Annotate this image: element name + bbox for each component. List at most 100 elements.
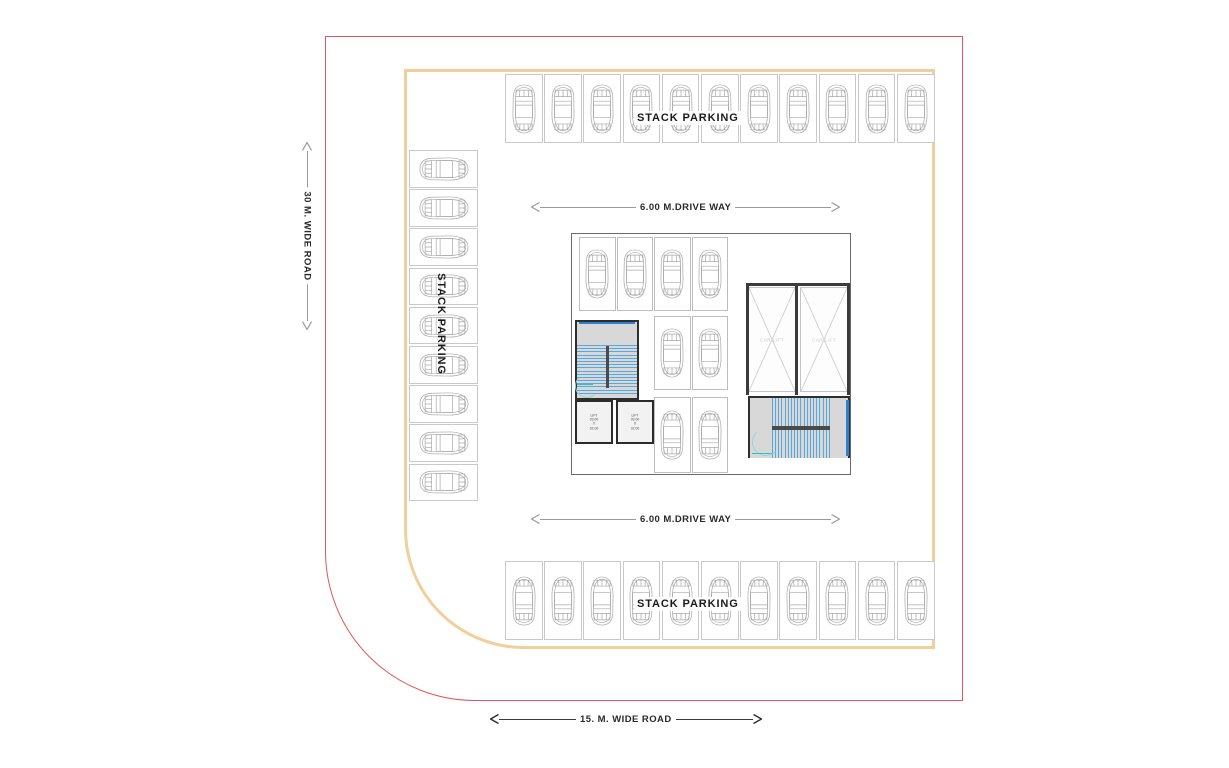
- staircase-1-stringer: [606, 346, 609, 388]
- parking-bay: [409, 346, 478, 384]
- car-icon: [697, 246, 723, 302]
- dimension-drive-way-top: 6.00 M.DRIVE WAY: [531, 200, 853, 214]
- parking-bay: [661, 74, 700, 143]
- car-lift-wall-left: [746, 283, 749, 395]
- parking-bay: [857, 74, 896, 143]
- car-icon: [418, 469, 470, 495]
- parking-bay: [654, 237, 691, 311]
- car-icon: [584, 246, 610, 302]
- car-icon: [659, 407, 685, 463]
- lift-room-2-label: LIFT 03.00 X 02.00: [630, 413, 640, 431]
- arrow-left-icon: [531, 202, 540, 212]
- parking-bay: [409, 150, 478, 188]
- staircase-2-stringer: [772, 426, 830, 430]
- car-icon: [659, 246, 685, 302]
- car-icon: [746, 573, 772, 629]
- dimension-road-left-label: 30 M. WIDE ROAD: [301, 187, 313, 285]
- parking-bay: [622, 74, 661, 143]
- arrow-right-icon: [831, 202, 841, 212]
- parking-bay: [505, 561, 543, 640]
- arrow-left-icon: [490, 714, 499, 724]
- car-lift-2-label: CAR LIFT: [811, 337, 837, 342]
- parking-bay: [818, 74, 857, 143]
- car-icon: [668, 573, 694, 629]
- parking-bay: [779, 74, 818, 143]
- lift-room-1-label: LIFT 03.00 X 02.00: [589, 413, 599, 431]
- car-icon: [589, 573, 615, 629]
- car-icon: [628, 83, 654, 135]
- dimension-drive-way-top-label: 6.00 M.DRIVE WAY: [640, 201, 732, 213]
- car-icon: [746, 83, 772, 135]
- car-icon: [903, 573, 929, 629]
- dimension-line-left: [540, 206, 636, 208]
- car-icon: [418, 391, 470, 417]
- car-icon: [418, 313, 470, 339]
- staircase-1-door-leaf: [577, 384, 593, 385]
- car-icon: [668, 83, 694, 135]
- parking-bay: [740, 74, 778, 143]
- parking-bay: [409, 267, 478, 306]
- car-icon: [697, 325, 723, 381]
- dimension-line-left: [540, 518, 636, 520]
- car-icon: [418, 273, 470, 299]
- arrow-down-icon: [302, 321, 312, 330]
- central-core-block: CAR LIFT CAR LIFT LIFT 03.00 X 02.00: [571, 233, 851, 475]
- lift-room-1: LIFT 03.00 X 02.00: [575, 400, 613, 444]
- parking-bay: [740, 561, 778, 640]
- car-lift-1-label: CAR LIFT: [759, 337, 785, 342]
- stack-parking-label-left: STACK PARKING: [435, 273, 447, 375]
- car-icon: [707, 83, 733, 135]
- staircase-2: [748, 396, 850, 458]
- staircase-2-door-swing: [752, 428, 780, 456]
- parking-bay: [409, 189, 478, 227]
- arrow-right-icon: [831, 514, 841, 524]
- car-lift-wall-right: [847, 283, 850, 395]
- parking-bay: [897, 561, 935, 640]
- parking-bay: [691, 237, 728, 311]
- car-icon: [550, 83, 576, 135]
- setback-boundary-line: [404, 69, 935, 649]
- parking-bay: [544, 561, 582, 640]
- car-lift-wall-middle: [795, 283, 798, 395]
- car-icon: [659, 325, 685, 381]
- parking-bay: [409, 306, 478, 345]
- car-icon: [418, 234, 470, 260]
- car-icon: [622, 246, 648, 302]
- parking-bay: [897, 74, 935, 143]
- car-icon: [697, 407, 723, 463]
- dimension-line-right: [735, 206, 832, 208]
- dimension-drive-way-bottom-label: 6.00 M.DRIVE WAY: [640, 513, 732, 525]
- car-lift-wall-top: [746, 283, 850, 286]
- parking-bay: [857, 561, 896, 640]
- car-icon: [418, 195, 470, 221]
- dimension-line-right: [675, 718, 753, 720]
- parking-bay: [691, 397, 728, 473]
- car-icon: [511, 573, 537, 629]
- parking-bay: [583, 74, 622, 143]
- parking-bay: [579, 237, 616, 311]
- dimension-drive-way-bottom: 6.00 M.DRIVE WAY: [531, 512, 853, 526]
- plot-boundary-line: [325, 36, 963, 701]
- car-lift-1: CAR LIFT: [748, 287, 796, 392]
- car-icon: [418, 352, 470, 378]
- staircase-2-right-accent: [846, 400, 849, 456]
- car-icon: [589, 83, 615, 135]
- dimension-road-left: 30 M. WIDE ROAD: [300, 142, 314, 454]
- parking-bay: [409, 228, 478, 267]
- parking-bay: [654, 316, 691, 390]
- lift-room-2: LIFT 03.00 X 02.00: [616, 400, 654, 444]
- dimension-road-bottom-label: 15. M. WIDE ROAD: [580, 713, 672, 725]
- car-lift-2: CAR LIFT: [800, 287, 848, 392]
- stack-parking-label-bottom: STACK PARKING: [634, 597, 742, 611]
- dimension-line-right: [735, 518, 832, 520]
- car-icon: [903, 83, 929, 135]
- parking-bay: [701, 74, 739, 143]
- car-icon: [550, 573, 576, 629]
- staircase-1: [575, 320, 639, 400]
- car-icon: [511, 83, 537, 135]
- staircase-2-door-leaf: [752, 453, 772, 454]
- car-icon: [824, 83, 850, 135]
- parking-bay: [409, 385, 478, 423]
- car-icon: [418, 430, 470, 456]
